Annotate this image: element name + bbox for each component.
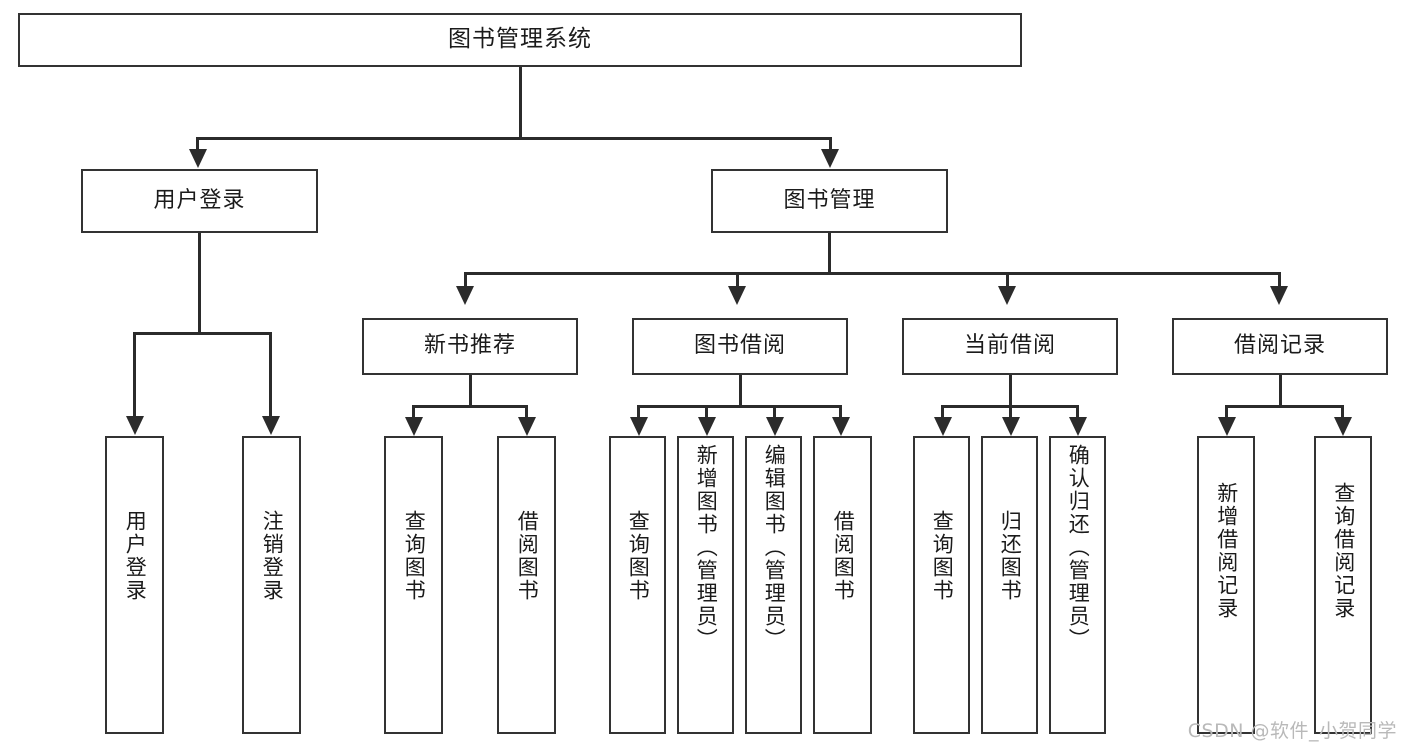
- leaf-recommend-borrow-book[interactable]: 借阅图书: [497, 436, 556, 734]
- node-root-system[interactable]: 图书管理系统: [18, 13, 1022, 67]
- node-label: 归还图书: [998, 510, 1023, 602]
- node-label: 图书借阅: [693, 333, 786, 359]
- connector-current-stem: [1009, 375, 1012, 407]
- node-label: 确认归还（管理员）: [1066, 444, 1091, 651]
- arrow-to-leaf-recommend-borrow: [518, 417, 536, 436]
- node-borrow-record[interactable]: 借阅记录: [1172, 318, 1388, 375]
- node-label: 图书管理系统: [448, 26, 592, 53]
- connector-level3-drop-3: [1006, 272, 1009, 288]
- leaf-borrow-add-book[interactable]: 新增图书（管理员）: [677, 436, 734, 734]
- leaf-record-add[interactable]: 新增借阅记录: [1197, 436, 1255, 734]
- arrow-to-book-management: [821, 149, 839, 168]
- connector-current-drop-3: [1076, 405, 1079, 419]
- connector-level2-drop-right: [829, 137, 832, 151]
- node-label: 查询图书: [402, 510, 427, 602]
- node-label: 借阅图书: [515, 510, 540, 602]
- connector-user-login-drop-2: [269, 332, 272, 418]
- connector-level3-bus: [464, 272, 1281, 275]
- node-current-borrow[interactable]: 当前借阅: [902, 318, 1118, 375]
- connector-record-bus: [1225, 405, 1344, 408]
- node-label: 用户登录: [123, 510, 148, 602]
- arrow-to-leaf-record-add: [1218, 417, 1236, 436]
- node-label: 查询图书: [930, 510, 955, 602]
- leaf-record-query[interactable]: 查询借阅记录: [1314, 436, 1372, 734]
- arrow-to-leaf-record-query: [1334, 417, 1352, 436]
- arrow-to-leaf-current-return: [1002, 417, 1020, 436]
- leaf-borrow-edit-book[interactable]: 编辑图书（管理员）: [745, 436, 802, 734]
- leaf-current-confirm-return[interactable]: 确认归还（管理员）: [1049, 436, 1106, 734]
- connector-record-stem: [1279, 375, 1282, 407]
- node-label: 新书推荐: [423, 333, 516, 359]
- node-label: 当前借阅: [963, 333, 1056, 359]
- connector-user-login-bus: [133, 332, 271, 335]
- arrow-to-user-login: [189, 149, 207, 168]
- connector-record-drop-2: [1341, 405, 1344, 419]
- node-label: 借阅记录: [1233, 333, 1326, 359]
- leaf-recommend-query-book[interactable]: 查询图书: [384, 436, 443, 734]
- arrow-to-leaf-logout: [262, 416, 280, 435]
- connector-recommend-bus: [412, 405, 528, 408]
- leaf-user-login[interactable]: 用户登录: [105, 436, 164, 734]
- arrow-to-leaf-user-login: [126, 416, 144, 435]
- connector-current-drop-1: [941, 405, 944, 419]
- connector-user-login-drop-1: [133, 332, 136, 418]
- connector-user-login-stem: [198, 233, 201, 334]
- node-label: 借阅图书: [831, 510, 856, 602]
- node-label: 用户登录: [153, 187, 246, 213]
- node-label: 新增图书（管理员）: [694, 444, 719, 651]
- node-label: 图书管理: [783, 187, 876, 213]
- connector-level2-drop-left: [196, 137, 199, 151]
- connector-level3-drop-4: [1278, 272, 1281, 288]
- node-book-borrow[interactable]: 图书借阅: [632, 318, 848, 375]
- connector-current-drop-2: [1009, 405, 1012, 419]
- connector-level3-drop-1: [464, 272, 467, 288]
- arrow-to-leaf-borrow-lend: [832, 417, 850, 436]
- leaf-borrow-query-book[interactable]: 查询图书: [609, 436, 666, 734]
- connector-borrow-drop-3: [773, 405, 776, 419]
- node-label: 新增借阅记录: [1214, 482, 1239, 620]
- connector-borrow-drop-1: [637, 405, 640, 419]
- csdn-watermark: CSDN @软件_小贺同学: [1187, 720, 1397, 742]
- arrow-to-new-book-recommend: [456, 286, 474, 305]
- connector-recommend-drop-2: [525, 405, 528, 419]
- node-label: 注销登录: [260, 510, 285, 602]
- connector-root-stem: [519, 67, 522, 139]
- node-new-book-recommend[interactable]: 新书推荐: [362, 318, 578, 375]
- connector-borrow-bus: [637, 405, 842, 408]
- connector-recommend-stem: [469, 375, 472, 407]
- arrow-to-current-borrow: [998, 286, 1016, 305]
- connector-record-drop-1: [1225, 405, 1228, 419]
- leaf-borrow-lend-book[interactable]: 借阅图书: [813, 436, 872, 734]
- arrow-to-leaf-borrow-query: [630, 417, 648, 436]
- arrow-to-leaf-recommend-query: [405, 417, 423, 436]
- arrow-to-borrow-record: [1270, 286, 1288, 305]
- node-label: 编辑图书（管理员）: [762, 444, 787, 651]
- node-book-management[interactable]: 图书管理: [711, 169, 948, 233]
- arrow-to-book-borrow: [728, 286, 746, 305]
- connector-level3-drop-2: [736, 272, 739, 288]
- node-user-login[interactable]: 用户登录: [81, 169, 318, 233]
- connector-borrow-stem: [739, 375, 742, 407]
- arrow-to-leaf-borrow-add: [698, 417, 716, 436]
- connector-borrow-drop-2: [705, 405, 708, 419]
- arrow-to-leaf-borrow-edit: [766, 417, 784, 436]
- connector-book-management-stem: [828, 233, 831, 274]
- node-label: 查询借阅记录: [1331, 482, 1356, 620]
- connector-borrow-drop-4: [839, 405, 842, 419]
- arrow-to-leaf-current-query: [934, 417, 952, 436]
- arrow-to-leaf-current-confirm: [1069, 417, 1087, 436]
- node-label: 查询图书: [626, 510, 651, 602]
- leaf-current-return-book[interactable]: 归还图书: [981, 436, 1038, 734]
- connector-recommend-drop-1: [412, 405, 415, 419]
- leaf-current-query-book[interactable]: 查询图书: [913, 436, 970, 734]
- connector-level2-bus: [196, 137, 832, 140]
- leaf-logout[interactable]: 注销登录: [242, 436, 301, 734]
